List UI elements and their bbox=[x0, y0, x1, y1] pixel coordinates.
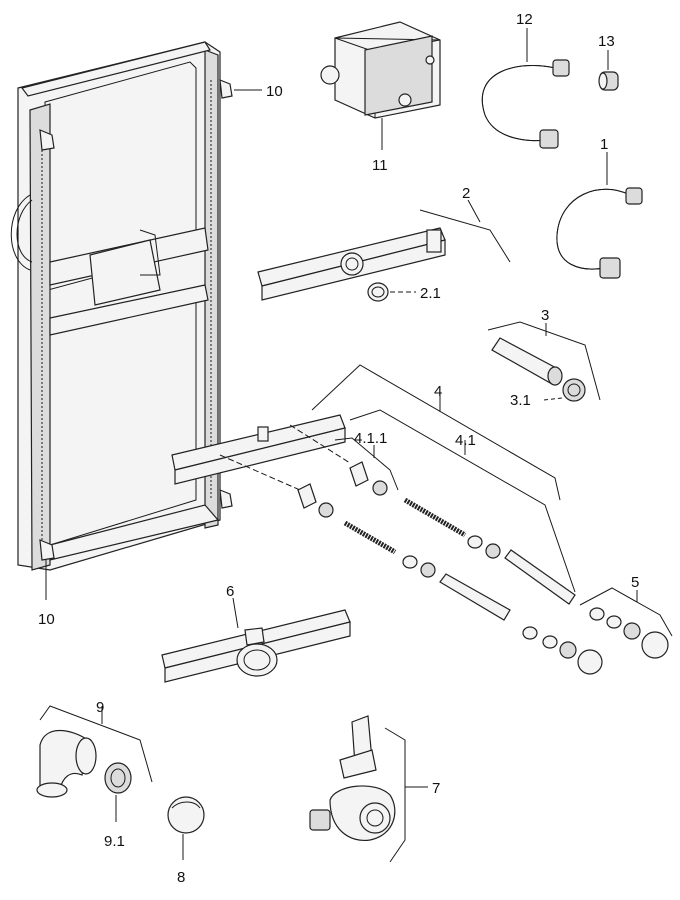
label-4-1: 4.1 bbox=[455, 432, 476, 449]
label-3: 3 bbox=[541, 307, 549, 324]
flex-hose-12 bbox=[482, 59, 570, 149]
mounting-rail-6 bbox=[161, 609, 351, 683]
cap-13 bbox=[598, 71, 619, 91]
label-13: 13 bbox=[598, 33, 615, 50]
label-9: 9 bbox=[96, 699, 104, 716]
flex-hose-1 bbox=[556, 187, 643, 279]
threaded-rods-4-1 bbox=[343, 497, 603, 675]
mounting-rail-4 bbox=[171, 414, 346, 485]
label-2: 2 bbox=[462, 185, 470, 202]
fixing-clips-4-1-1 bbox=[297, 461, 388, 518]
label-11: 11 bbox=[372, 157, 388, 174]
label-9-1: 9.1 bbox=[104, 833, 125, 850]
label-5: 5 bbox=[631, 574, 639, 591]
elbow-fitting-9 bbox=[36, 729, 97, 798]
adapter-3-1 bbox=[562, 378, 586, 402]
junction-box bbox=[320, 21, 441, 119]
frame-clip-top bbox=[39, 79, 233, 151]
adapter-9-1 bbox=[104, 762, 132, 794]
cap-8 bbox=[167, 796, 205, 834]
cap-set-5 bbox=[589, 607, 669, 659]
label-10-bottom: 10 bbox=[38, 611, 55, 628]
label-3-1: 3.1 bbox=[510, 392, 531, 409]
label-4-1-1: 4.1.1 bbox=[354, 430, 387, 447]
frame-clip-bottom bbox=[39, 489, 233, 561]
label-1: 1 bbox=[600, 136, 608, 153]
label-6: 6 bbox=[226, 583, 234, 600]
label-8: 8 bbox=[177, 869, 185, 886]
mounting-rail-2 bbox=[257, 227, 446, 301]
label-2-1: 2.1 bbox=[420, 285, 441, 302]
installation-frame bbox=[10, 41, 221, 571]
seal-ring-2-1 bbox=[367, 282, 389, 302]
label-10-top: 10 bbox=[266, 83, 283, 100]
label-7: 7 bbox=[432, 780, 440, 797]
pipe-3 bbox=[491, 337, 563, 386]
waste-connector-7 bbox=[309, 715, 396, 842]
label-12: 12 bbox=[516, 11, 533, 28]
label-4: 4 bbox=[434, 383, 442, 400]
